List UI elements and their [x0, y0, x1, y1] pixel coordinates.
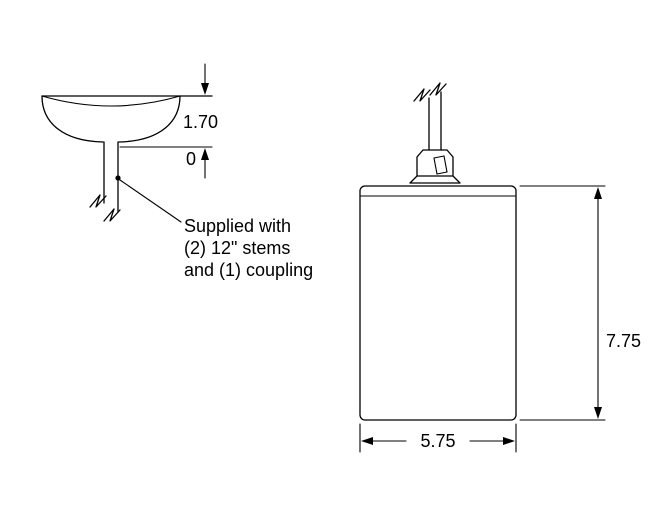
canopy-base-label: 0 [186, 149, 196, 169]
stem-note: Supplied with (2) 12" stems and (1) coup… [115, 175, 313, 280]
note-line-2: (2) 12" stems [184, 238, 290, 258]
socket-outline [409, 149, 461, 184]
canopy-left-profile [41, 95, 104, 143]
fixture-stem-break-1 [413, 88, 431, 102]
canopy-stem-break-2 [103, 208, 121, 222]
width-arrow-right [503, 437, 515, 445]
shade-body [359, 185, 517, 421]
socket-setscrew [433, 155, 448, 175]
canopy-stem-break-1 [89, 194, 107, 208]
fixture-height-label: 7.75 [606, 331, 641, 351]
note-line-1: Supplied with [184, 216, 291, 236]
note-line-3: and (1) coupling [184, 260, 313, 280]
canopy-dimension: 1.70 0 [119, 63, 218, 179]
canopy-height-label: 1.70 [183, 112, 218, 132]
canopy-rim-curve [41, 95, 181, 107]
fixture-width-dimension: 5.75 [359, 423, 517, 453]
width-arrow-left [361, 437, 373, 445]
leader-dot [115, 175, 121, 181]
canopy-dim-arrow-up [201, 148, 209, 160]
height-arrow-top [594, 187, 602, 199]
canopy-dim-arrow-down [201, 83, 209, 95]
fixture-height-dimension: 7.75 [519, 185, 641, 421]
leader-line [119, 179, 182, 223]
canopy-right-profile [118, 95, 181, 143]
height-arrow-bottom [594, 407, 602, 419]
fixture-stem-break-2 [429, 82, 447, 96]
fixture-width-label: 5.75 [420, 431, 455, 451]
fixture-view [359, 82, 517, 421]
